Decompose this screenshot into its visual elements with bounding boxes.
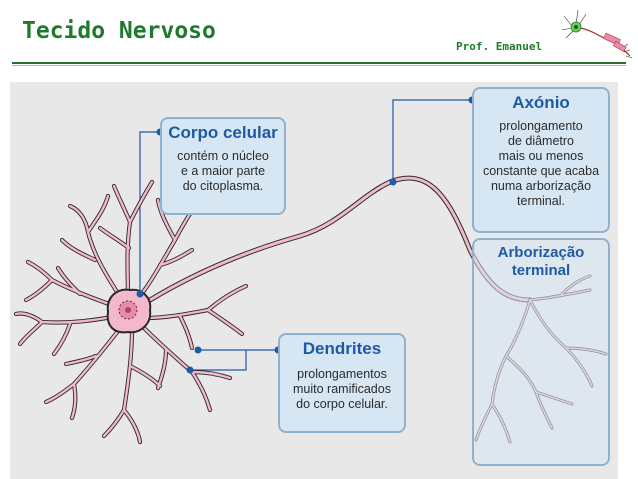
axonio-pointer-line [392, 99, 472, 182]
corpo-pointer-line [139, 131, 160, 294]
corpo-line: e a maior parte [180, 164, 266, 178]
dendrites-title: Dendrites [302, 339, 382, 358]
axonio-box: Axónio prolongamento de diâmetro mais ou… [472, 87, 610, 233]
corpo-celular-box: Corpo celular contém o núcleo e a maior … [160, 117, 286, 215]
corpo-line: do citoplasma. [182, 179, 264, 193]
dendrites-box: Dendrites prolongamentos muito ramificad… [278, 333, 406, 433]
dendrites-line: muito ramificados [293, 382, 391, 396]
arborizacao-title-line: terminal [511, 262, 571, 279]
corpo-celular-title: Corpo celular [168, 123, 278, 142]
axonio-line: constante que acaba [482, 164, 600, 178]
dendrites-line: prolongamentos [297, 367, 387, 381]
corpo-line: contém o núcleo [177, 149, 269, 163]
arborizacao-box: Arborização terminal [472, 238, 610, 466]
axonio-line: de diâmetro [507, 134, 574, 148]
nucleolus [125, 307, 131, 313]
cell-body [106, 288, 152, 334]
author-label: Prof. Emanuel [456, 40, 543, 53]
axonio-title: Axónio [512, 93, 570, 112]
page-title: Tecido Nervoso [22, 18, 216, 44]
arborizacao-title-line: Arborização [497, 244, 585, 261]
neuron-thumbnail [556, 4, 634, 62]
dendrite-branches [13, 179, 249, 445]
header-divider-thin [12, 65, 626, 66]
axonio-line: prolongamento [499, 119, 583, 133]
axonio-line: mais ou menos [498, 149, 584, 163]
axonio-line: numa arborização [490, 179, 592, 193]
pointer-lines [139, 99, 472, 371]
header-divider [12, 62, 626, 64]
dendrites-line: do corpo celular. [296, 397, 388, 411]
axonio-line: terminal. [517, 194, 565, 208]
dendrites-pointer-line-b [190, 349, 278, 371]
